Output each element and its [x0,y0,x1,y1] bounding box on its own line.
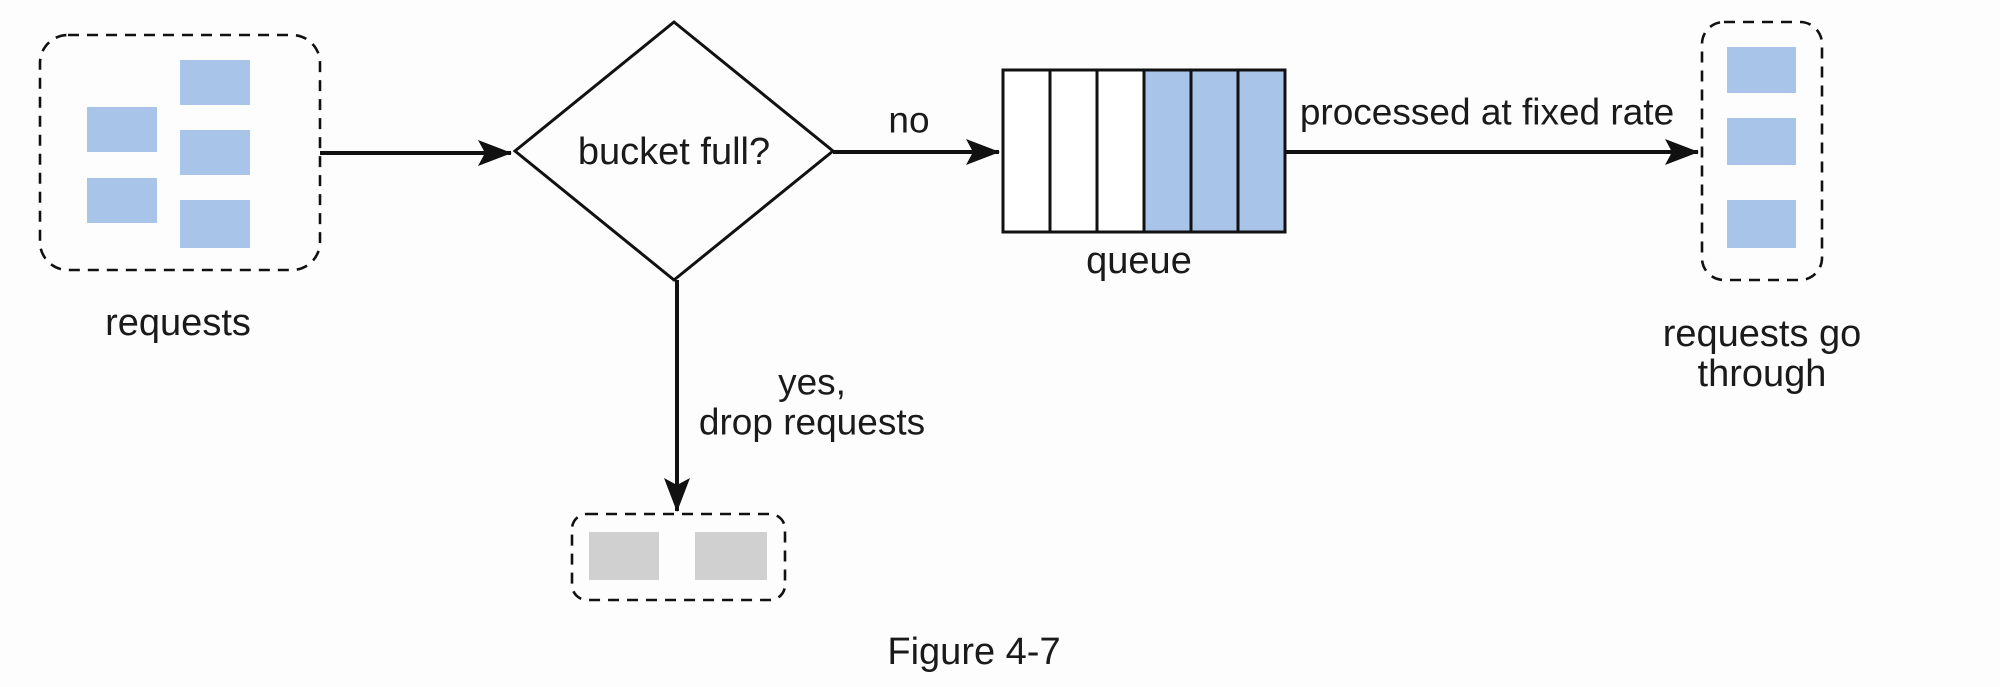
request-item [180,200,250,248]
yes-branch-label-line1: yes, [778,362,846,403]
incoming-requests-node: requests [38,33,322,344]
queue-cell [1048,68,1099,234]
yes-branch-label-line2: drop requests [699,402,925,443]
queue-node: queue [1001,68,1287,282]
figure-caption: Figure 4-7 [887,631,1060,673]
output-requests-node: requests go through [1663,20,1862,395]
queue-cell [1095,68,1146,234]
decision-label: bucket full? [578,131,770,173]
queue-cell [1001,68,1052,234]
queue-cell [1236,68,1287,234]
queue-cell [1189,68,1240,234]
no-branch-label: no [888,100,929,141]
dropped-requests-node [570,512,787,602]
dropped-request-item [695,532,767,580]
request-item [1727,118,1796,165]
request-item [1727,200,1796,248]
dropped-request-item [589,532,659,580]
output-label-line1: requests go [1663,313,1862,355]
queue-cell [1142,68,1193,234]
output-label-line2: through [1698,353,1827,395]
request-item [180,60,250,105]
queue-label: queue [1086,240,1192,282]
decision-node: bucket full? [512,20,836,282]
request-item [180,130,250,175]
processed-rate-label: processed at fixed rate [1300,92,1674,133]
request-item [1727,47,1796,93]
request-item [87,178,157,223]
request-item [87,107,157,152]
incoming-requests-label: requests [105,302,251,344]
